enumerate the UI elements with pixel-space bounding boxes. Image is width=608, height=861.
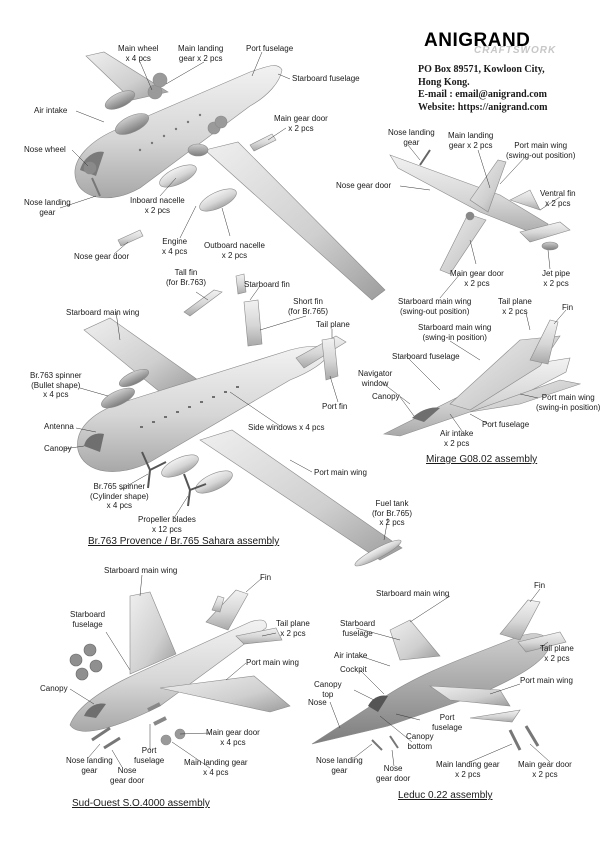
callout-mirage-canopy: Canopy xyxy=(372,392,400,401)
callout-leduc-fin: Fin xyxy=(534,581,546,590)
callout-leduc-canopy-bottom: Canopy bottom xyxy=(406,732,434,751)
website-line: Website: https://anigrand.com xyxy=(418,101,548,113)
callout-leduc-nose-landing-gear: Nose landing gear xyxy=(316,756,363,775)
callout-leduc-main-landing-gear: Main landing gear x 2 pcs xyxy=(436,760,500,779)
callout-mirage-port-fuselage: Port fuselage xyxy=(482,420,530,429)
callout-mirage-jet-pipe: Jet pipe x 2 pcs xyxy=(542,269,571,288)
callout-port-fin: Port fin xyxy=(322,402,348,411)
brand-name: ANIGRAND xyxy=(424,30,531,51)
address-line-1: PO Box 89571, Kowloon City, xyxy=(418,64,545,75)
callout-mirage-main-landing-gear: Main landing gear x 2 pcs xyxy=(448,131,494,150)
callout-mirage-tail-plane: Tail plane x 2 pcs xyxy=(498,297,532,316)
callout-so4000-starboard-main-wing: Starboard main wing xyxy=(104,566,178,575)
callout-short-fin: Short fin (for Br.765) xyxy=(288,297,329,316)
callout-leduc-starboard-fuselage: Starboard fuselage xyxy=(340,619,376,638)
callout-mirage-navigator-window: Navigator window xyxy=(358,369,393,388)
callout-mirage-fin: Fin xyxy=(562,303,574,312)
callout-main-landing-gear: Main landing gear x 2 pcs xyxy=(178,44,224,63)
callout-port-fuselage: Port fuselage xyxy=(246,44,294,53)
callout-port-main-wing: Port main wing xyxy=(314,468,367,477)
callout-so4000-canopy: Canopy xyxy=(40,684,68,693)
leduc-drawing xyxy=(311,599,567,751)
callout-so4000-main-gear-door: Main gear door x 4 pcs xyxy=(206,728,260,747)
callout-br763-spinner: Br.763 spinner (Bullet shape) x 4 pcs xyxy=(30,371,82,399)
brand-subtitle: CRAFTSWORK xyxy=(474,45,557,56)
callout-leduc-starboard-main-wing: Starboard main wing xyxy=(376,589,450,598)
callout-so4000-fin: Fin xyxy=(260,573,272,582)
callout-br765-spinner: Br.765 spinner (Cylinder shape) x 4 pcs xyxy=(90,482,149,510)
callout-propeller-blades: Propeller blades x 12 pcs xyxy=(138,515,196,534)
callout-mirage-starboard-wing-in: Starboard main wing (swing-in position) xyxy=(418,323,492,342)
callout-mirage-ventral-fin: Ventral fin x 2 pcs xyxy=(540,189,576,208)
callout-leduc-port-fuselage: Port fuselage xyxy=(432,713,463,732)
so4000-drawing xyxy=(69,589,291,750)
br763-assembled-drawing xyxy=(77,273,403,567)
callout-so4000-port-fuselage: Port fuselage xyxy=(134,746,165,765)
callout-so4000-tail-plane: Tail plane x 2 pcs xyxy=(276,619,310,638)
callout-fuel-tank: Fuel tank (for Br.765) x 2 pcs xyxy=(372,499,413,527)
anigrand-logo: ANIGRAND CRAFTSWORK xyxy=(424,30,574,60)
callout-canopy: Canopy xyxy=(44,444,72,453)
mirage-assembled-drawing xyxy=(382,319,582,437)
callout-nose-gear-door: Nose gear door xyxy=(74,252,130,261)
callout-mirage-starboard-wing-out: Starboard main wing (swing-out position) xyxy=(398,297,472,316)
callout-leduc-air-intake: Air intake xyxy=(334,651,368,660)
callout-leduc-cockpit: Cockpit xyxy=(340,665,367,674)
callout-main-wheel: Main wheel x 4 pcs xyxy=(118,44,159,63)
title-br763-assembly: Br.763 Provence / Br.765 Sahara assembly xyxy=(88,536,280,547)
callout-starboard-fin: Starboard fin xyxy=(244,280,290,289)
callout-leduc-tail-plane: Tail plane x 2 pcs xyxy=(540,644,574,663)
callout-nose-wheel: Nose wheel xyxy=(24,145,66,154)
email-line: E-mail : email@anigrand.com xyxy=(418,89,548,100)
callout-engine: Engine x 4 pcs xyxy=(162,237,188,256)
callout-leduc-port-main-wing: Port main wing xyxy=(520,676,573,685)
title-mirage-assembly: Mirage G08.02 assembly xyxy=(426,454,538,465)
callout-side-windows: Side windows x 4 pcs xyxy=(248,423,325,432)
callout-mirage-nose-gear-door: Nose gear door xyxy=(336,181,392,190)
callout-air-intake: Air intake xyxy=(34,106,68,115)
callout-mirage-port-wing-in: Port main wing (swing-in position) xyxy=(536,393,601,412)
callout-mirage-nose-landing-gear: Nose landing gear xyxy=(388,128,435,147)
callout-so4000-main-landing-gear: Main landing gear x 4 pcs xyxy=(184,758,248,777)
callout-leduc-nose: Nose xyxy=(308,698,327,707)
port-wing-shape xyxy=(204,141,386,301)
title-so4000-assembly: Sud-Ouest S.O.4000 assembly xyxy=(72,798,210,809)
mirage-exploded-drawing xyxy=(389,149,571,275)
callout-inboard-nacelle: Inboard nacelle x 2 pcs xyxy=(130,196,185,215)
address-line-2: Hong Kong. xyxy=(418,76,470,88)
callout-mirage-air-intake: Air intake x 2 pcs xyxy=(440,429,474,448)
callout-antenna: Antenna xyxy=(44,422,74,431)
contact-block: PO Box 89571, Kowloon City, Hong Kong. E… xyxy=(418,64,593,114)
callout-mirage-main-gear-door: Main gear door x 2 pcs xyxy=(450,269,504,288)
callout-so4000-port-main-wing: Port main wing xyxy=(246,658,299,667)
leader-lines xyxy=(59,51,567,769)
callout-tail-plane: Tail plane xyxy=(316,320,350,329)
callout-leduc-main-gear-door: Main gear door x 2 pcs xyxy=(518,760,572,779)
callout-so4000-starboard-fuselage: Starboard fuselage xyxy=(70,610,106,629)
callout-leduc-canopy-top: Canopy top xyxy=(314,680,342,699)
callout-mirage-starboard-fuselage: Starboard fuselage xyxy=(392,352,460,361)
title-leduc-assembly: Leduc 0.22 assembly xyxy=(398,790,493,801)
br763-exploded-drawing xyxy=(74,51,386,301)
callout-main-gear-door: Main gear door x 2 pcs xyxy=(274,114,328,133)
callout-mirage-port-wing-out: Port main wing (swing-out position) xyxy=(506,141,576,160)
callout-nose-landing-gear: Nose landing gear xyxy=(24,198,71,217)
callout-so4000-nose-landing-gear: Nose landing gear xyxy=(66,756,113,775)
callout-starboard-main-wing: Starboard main wing xyxy=(66,308,140,317)
callout-leduc-nose-gear-door: Nose gear door xyxy=(376,764,411,783)
fuselage-shape xyxy=(74,65,283,199)
callout-outboard-nacelle: Outboard nacelle x 2 pcs xyxy=(204,241,265,260)
callout-so4000-nose-gear-door: Nose gear door xyxy=(110,766,145,785)
callout-starboard-fuselage: Starboard fuselage xyxy=(292,74,360,83)
callout-tall-fin: Tall fin (for Br.763) xyxy=(166,268,207,287)
